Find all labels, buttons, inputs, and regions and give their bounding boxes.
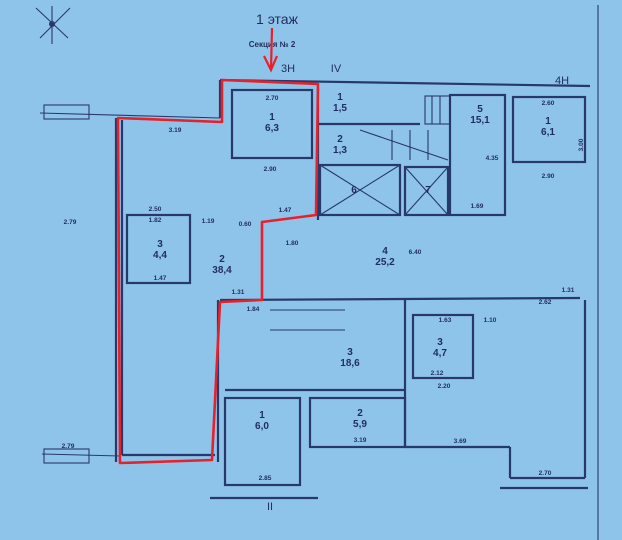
svg-text:2.90: 2.90 [264, 166, 277, 173]
svg-text:1.63: 1.63 [439, 317, 452, 324]
svg-text:2.50: 2.50 [149, 206, 162, 213]
svg-text:3.19: 3.19 [169, 127, 182, 134]
svg-text:1.31: 1.31 [232, 289, 245, 296]
axis-4n: 4Н [555, 75, 569, 87]
svg-text:1.19: 1.19 [202, 218, 215, 225]
svg-text:0.60: 0.60 [239, 221, 252, 228]
svg-text:4.35: 4.35 [486, 155, 499, 162]
svg-text:2.12: 2.12 [431, 370, 444, 377]
svg-text:3.69: 3.69 [454, 438, 467, 445]
svg-text:2.79: 2.79 [64, 219, 77, 226]
svg-text:1.69: 1.69 [471, 203, 484, 210]
room-label: 6 [351, 185, 357, 196]
svg-text:1.10: 1.10 [484, 317, 497, 324]
svg-text:3.00: 3.00 [578, 138, 585, 151]
red-outline-highlight [116, 78, 320, 465]
dimension-labels: 2.70 2.90 2.60 2.90 3.19 2.50 1.82 1.47 … [62, 95, 585, 482]
floor-title: 1 этаж [256, 11, 299, 27]
svg-text:3.19: 3.19 [354, 437, 367, 444]
svg-text:2.62: 2.62 [539, 299, 552, 306]
svg-text:2.60: 2.60 [542, 100, 555, 107]
stairs-icon [359, 95, 451, 161]
svg-text:1.47: 1.47 [154, 275, 167, 282]
svg-text:2.70: 2.70 [539, 470, 552, 477]
svg-text:2.70: 2.70 [266, 95, 279, 102]
svg-text:1.82: 1.82 [149, 217, 162, 224]
elevator-shaft-icon [318, 163, 450, 217]
svg-text:1.84: 1.84 [247, 306, 260, 313]
svg-text:1.31: 1.31 [562, 287, 575, 294]
axis-ii: II [267, 501, 273, 513]
svg-text:1.47: 1.47 [279, 207, 292, 214]
red-arrow-icon [263, 27, 279, 73]
svg-text:2.85: 2.85 [259, 475, 272, 482]
svg-text:6.40: 6.40 [409, 249, 422, 256]
svg-text:2.20: 2.20 [438, 383, 451, 390]
axis-iv: IV [331, 63, 342, 75]
axis-3n: 3Н [281, 63, 295, 75]
svg-text:1.80: 1.80 [286, 240, 299, 247]
svg-text:2.90: 2.90 [542, 173, 555, 180]
room-label: 7 [425, 185, 431, 196]
svg-text:2.79: 2.79 [62, 443, 75, 450]
compass-icon [35, 6, 71, 44]
